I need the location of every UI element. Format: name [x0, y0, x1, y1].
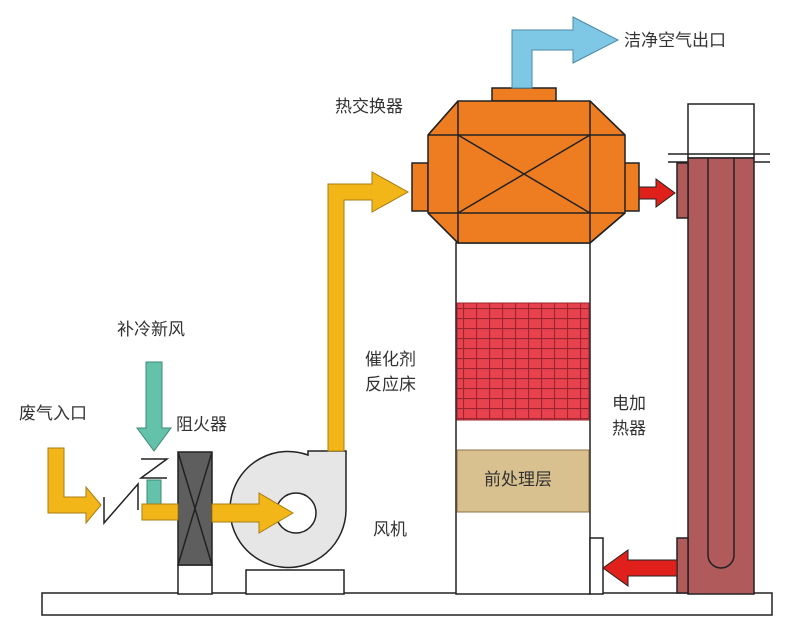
pretreatment-layer-block — [456, 449, 590, 513]
flame-arrester-base — [177, 564, 213, 595]
electric-heater-label: 电加 热器 — [612, 394, 646, 439]
fresh-air-arrow — [136, 361, 172, 452]
heat-exchanger-top-cap — [491, 87, 557, 102]
tower-stub — [589, 537, 604, 595]
heater-inner-tube — [707, 158, 735, 569]
heater-top-cover — [687, 103, 755, 159]
catalyst-bed-label: 催化剂 反应床 — [365, 350, 416, 395]
fresh-air-label: 补冷新风 — [117, 320, 185, 340]
fan-label: 风机 — [373, 520, 407, 540]
fan-base — [245, 569, 345, 595]
clean-air-outlet-label: 洁净空气出口 — [624, 31, 726, 51]
arrester-to-fan-arrow — [211, 492, 294, 534]
pretreatment-layer-label: 前处理层 — [484, 470, 552, 490]
flame-arrester-label: 阻火器 — [176, 415, 227, 435]
heater-return-arrow — [602, 549, 678, 587]
clean-air-outlet-arrow — [511, 16, 620, 89]
base-platform — [41, 592, 773, 616]
heat-exchanger-label: 热交换器 — [335, 97, 403, 117]
fresh-air-stub — [146, 479, 162, 505]
catalyst-bed-block — [456, 302, 590, 421]
inlet-valve — [103, 481, 139, 526]
heater-bottom-nozzle — [676, 537, 689, 594]
main-inlet-pipe — [141, 503, 179, 521]
heat-exchanger-left-port — [411, 162, 429, 212]
heater-top-nozzle — [676, 162, 689, 219]
hot-gas-to-heater-arrow — [638, 178, 676, 208]
heat-exchanger-lines — [427, 100, 626, 244]
fan-to-exchanger-duct — [327, 171, 410, 452]
exhaust-inlet-arrow — [47, 447, 102, 525]
electric-heater-body — [687, 157, 755, 595]
exhaust-inlet-label: 废气入口 — [19, 404, 87, 424]
flame-arrester-cross — [177, 451, 213, 566]
fresh-air-valve — [138, 458, 170, 479]
